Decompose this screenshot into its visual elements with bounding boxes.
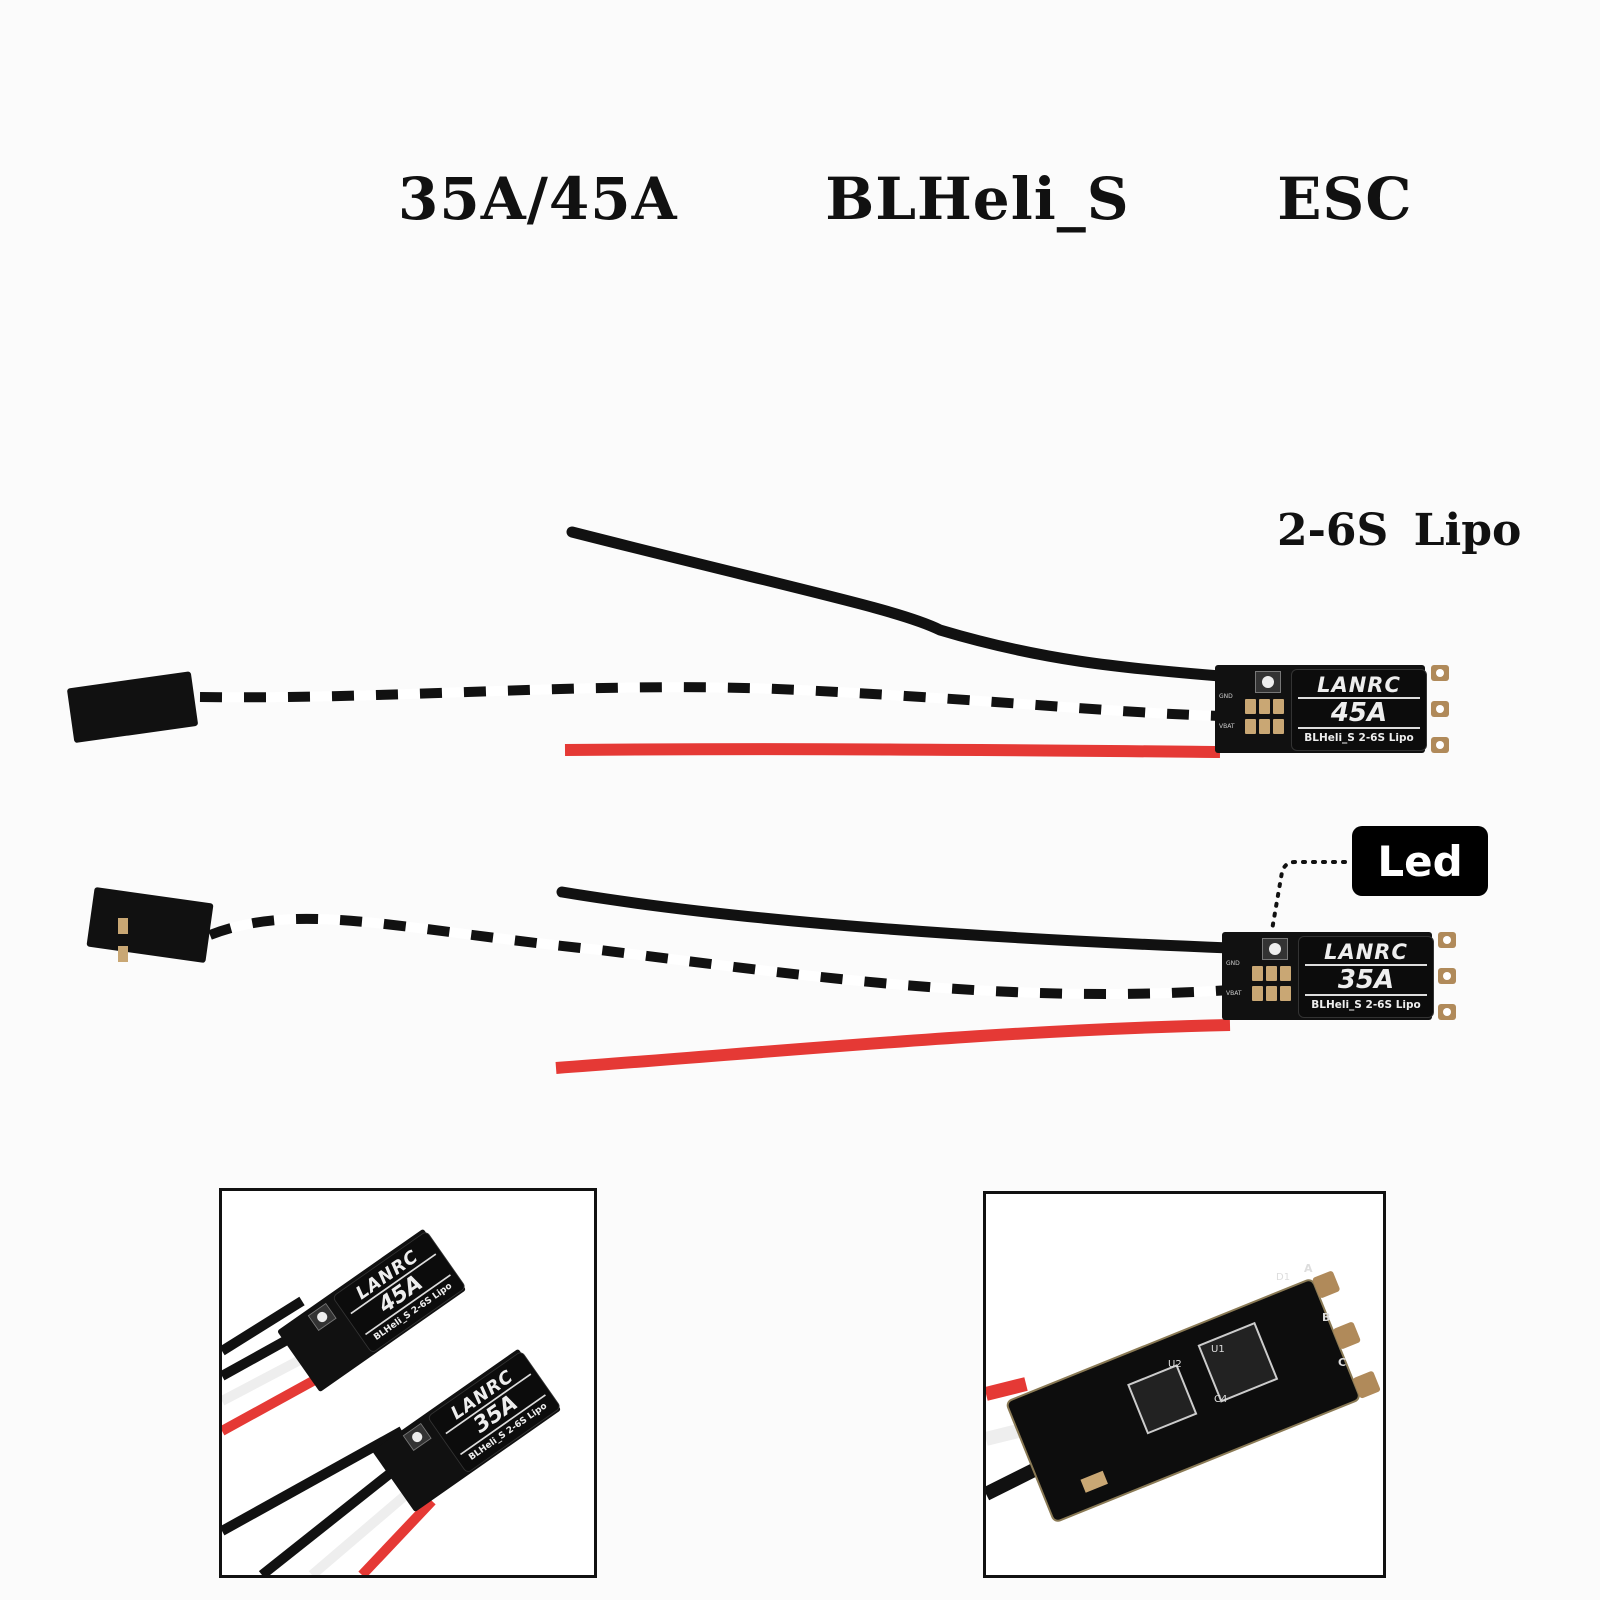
esc-35a: GND VBAT LANRC 35A BLHeli_S 2-6S Lipo (1222, 932, 1462, 1020)
silk-c4: C4 (1214, 1394, 1228, 1405)
pin-gnd-label: GND (1226, 960, 1240, 967)
esc-rating: 45A (1298, 699, 1420, 729)
silk-d1: D1 (1276, 1272, 1291, 1283)
pin-gnd-label: GND (1219, 693, 1233, 700)
led-chip-icon (1262, 938, 1288, 960)
servo-connector-bottom (86, 887, 214, 963)
bottom-esc-wires (208, 886, 1236, 1074)
pin-vbat-label: VBAT (1226, 990, 1242, 997)
silk-c: C (1338, 1356, 1347, 1369)
esc-brand: LANRC (1305, 940, 1427, 966)
product-title: 35A/45A BLHeli_S ESC (398, 165, 1413, 233)
silk-b: B (1322, 1311, 1331, 1324)
silk-a: A (1304, 1262, 1313, 1275)
esc-45a: GND VBAT LANRC 45A BLHeli_S 2-6S Lipo (1215, 665, 1455, 753)
esc-rating: 35A (1305, 966, 1427, 996)
led-chip-icon (1255, 671, 1281, 693)
inset-photo-both-escs: LANRC 45A BLHeli_S 2-6S Lipo LANRC 35A B… (219, 1188, 597, 1578)
silk-u1: U1 (1211, 1344, 1225, 1355)
led-leader-line (1270, 860, 1347, 932)
inset-photo-pcb-underside: U2 U1 C4 D1 A B C (983, 1191, 1386, 1578)
led-callout: Led (1352, 826, 1488, 896)
esc-subtitle: BLHeli_S 2-6S Lipo (1311, 999, 1421, 1011)
esc-brand: LANRC (1298, 673, 1420, 699)
top-esc-wires (199, 526, 1226, 758)
voltage-label: 2-6S Lipo (1277, 505, 1522, 556)
pin-vbat-label: VBAT (1219, 723, 1235, 730)
servo-connector-top (67, 671, 198, 743)
silk-u2: U2 (1168, 1359, 1182, 1370)
esc-subtitle: BLHeli_S 2-6S Lipo (1304, 732, 1414, 744)
